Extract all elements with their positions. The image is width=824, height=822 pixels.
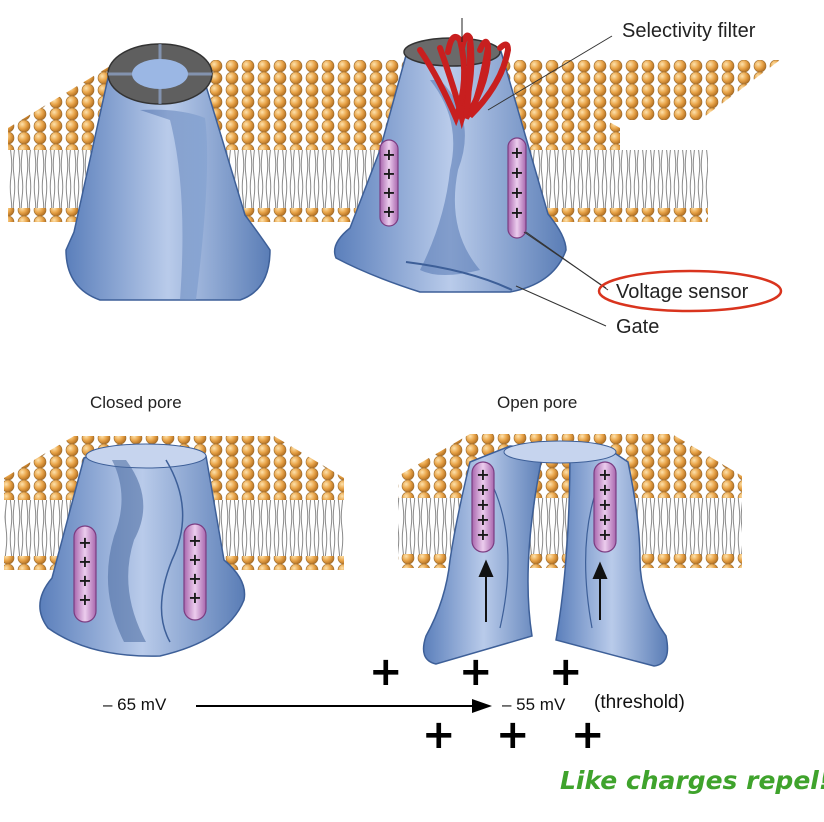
sensor-charge-plus: + bbox=[476, 510, 489, 529]
sensor-charge-plus: + bbox=[78, 571, 91, 590]
external-positive-charge: + bbox=[422, 712, 456, 758]
sensor-charge-plus: + bbox=[476, 525, 489, 544]
sensor-charge-plus: + bbox=[476, 465, 489, 484]
external-positive-charge: + bbox=[571, 712, 605, 758]
sensor-charge-plus: + bbox=[510, 183, 523, 202]
top-membrane-surface-right bbox=[500, 60, 780, 120]
sensor-charge-plus: + bbox=[598, 465, 611, 484]
sensor-charge-plus: + bbox=[476, 480, 489, 499]
voltage-sensor-top-right bbox=[507, 137, 527, 239]
sensor-charge-plus: + bbox=[382, 202, 395, 221]
external-positive-charge: + bbox=[459, 649, 493, 695]
channel-left-top bbox=[65, 43, 271, 301]
external-positive-charge: + bbox=[369, 649, 403, 695]
voltage-sensor-open-right bbox=[593, 461, 617, 553]
channel-right-top bbox=[333, 18, 567, 293]
sensor-movement-arrows bbox=[478, 559, 608, 622]
closed-pore-caption: Closed pore bbox=[90, 393, 182, 412]
sensor-charge-plus: + bbox=[598, 495, 611, 514]
sensor-charge-plus: + bbox=[598, 525, 611, 544]
gate-label: Gate bbox=[616, 316, 660, 338]
sensor-charge-plus: + bbox=[382, 183, 395, 202]
resting-potential-label: – 65 mV bbox=[103, 695, 167, 714]
open-pore-caption: Open pore bbox=[497, 393, 578, 412]
external-positive-charge: + bbox=[549, 649, 583, 695]
top-callout-leaders bbox=[487, 35, 613, 327]
sensor-charge-plus: + bbox=[382, 164, 395, 183]
sensor-charge-plus: + bbox=[188, 569, 201, 588]
selectivity-filter-label: Selectivity filter bbox=[622, 20, 756, 42]
sensor-charge-plus: + bbox=[188, 588, 201, 607]
voltage-sensor-label: Voltage sensor bbox=[616, 281, 749, 303]
sensor-charge-plus: + bbox=[188, 550, 201, 569]
sensor-charge-plus: + bbox=[78, 552, 91, 571]
channel-left-top-rim bbox=[107, 43, 213, 105]
selectivity-filter-loops bbox=[417, 32, 512, 130]
sensor-charge-plus: + bbox=[188, 531, 201, 550]
potential-change-arrow bbox=[196, 699, 492, 713]
threshold-label: (threshold) bbox=[594, 692, 685, 713]
sensor-charge-plus: + bbox=[510, 203, 523, 222]
like-charges-repel-tagline: Like charges repel! bbox=[560, 766, 824, 795]
sensor-charge-plus: + bbox=[78, 590, 91, 609]
sensor-charge-plus: + bbox=[510, 163, 523, 182]
external-positive-charge: + bbox=[496, 712, 530, 758]
voltage-sensor-open-left bbox=[471, 461, 495, 553]
sensor-charge-plus: + bbox=[78, 533, 91, 552]
threshold-value-label: – 55 mV bbox=[502, 695, 566, 714]
voltage-sensor-highlight-circle bbox=[597, 269, 783, 313]
sensor-charge-symbols: ++++++++++++++++++++++++++ bbox=[78, 143, 611, 609]
closed-pore-channel bbox=[39, 443, 246, 657]
voltage-sensor-top-left bbox=[379, 139, 399, 227]
sensor-charge-plus: + bbox=[476, 495, 489, 514]
sensor-charge-plus: + bbox=[598, 480, 611, 499]
voltage-sensor-closed-left bbox=[73, 525, 97, 623]
sensor-charge-plus: + bbox=[510, 143, 523, 162]
open-pore-channel bbox=[422, 440, 669, 667]
voltage-sensor-closed-right bbox=[183, 523, 207, 621]
sensor-charge-plus: + bbox=[598, 510, 611, 529]
sensor-charge-plus: + bbox=[382, 145, 395, 164]
